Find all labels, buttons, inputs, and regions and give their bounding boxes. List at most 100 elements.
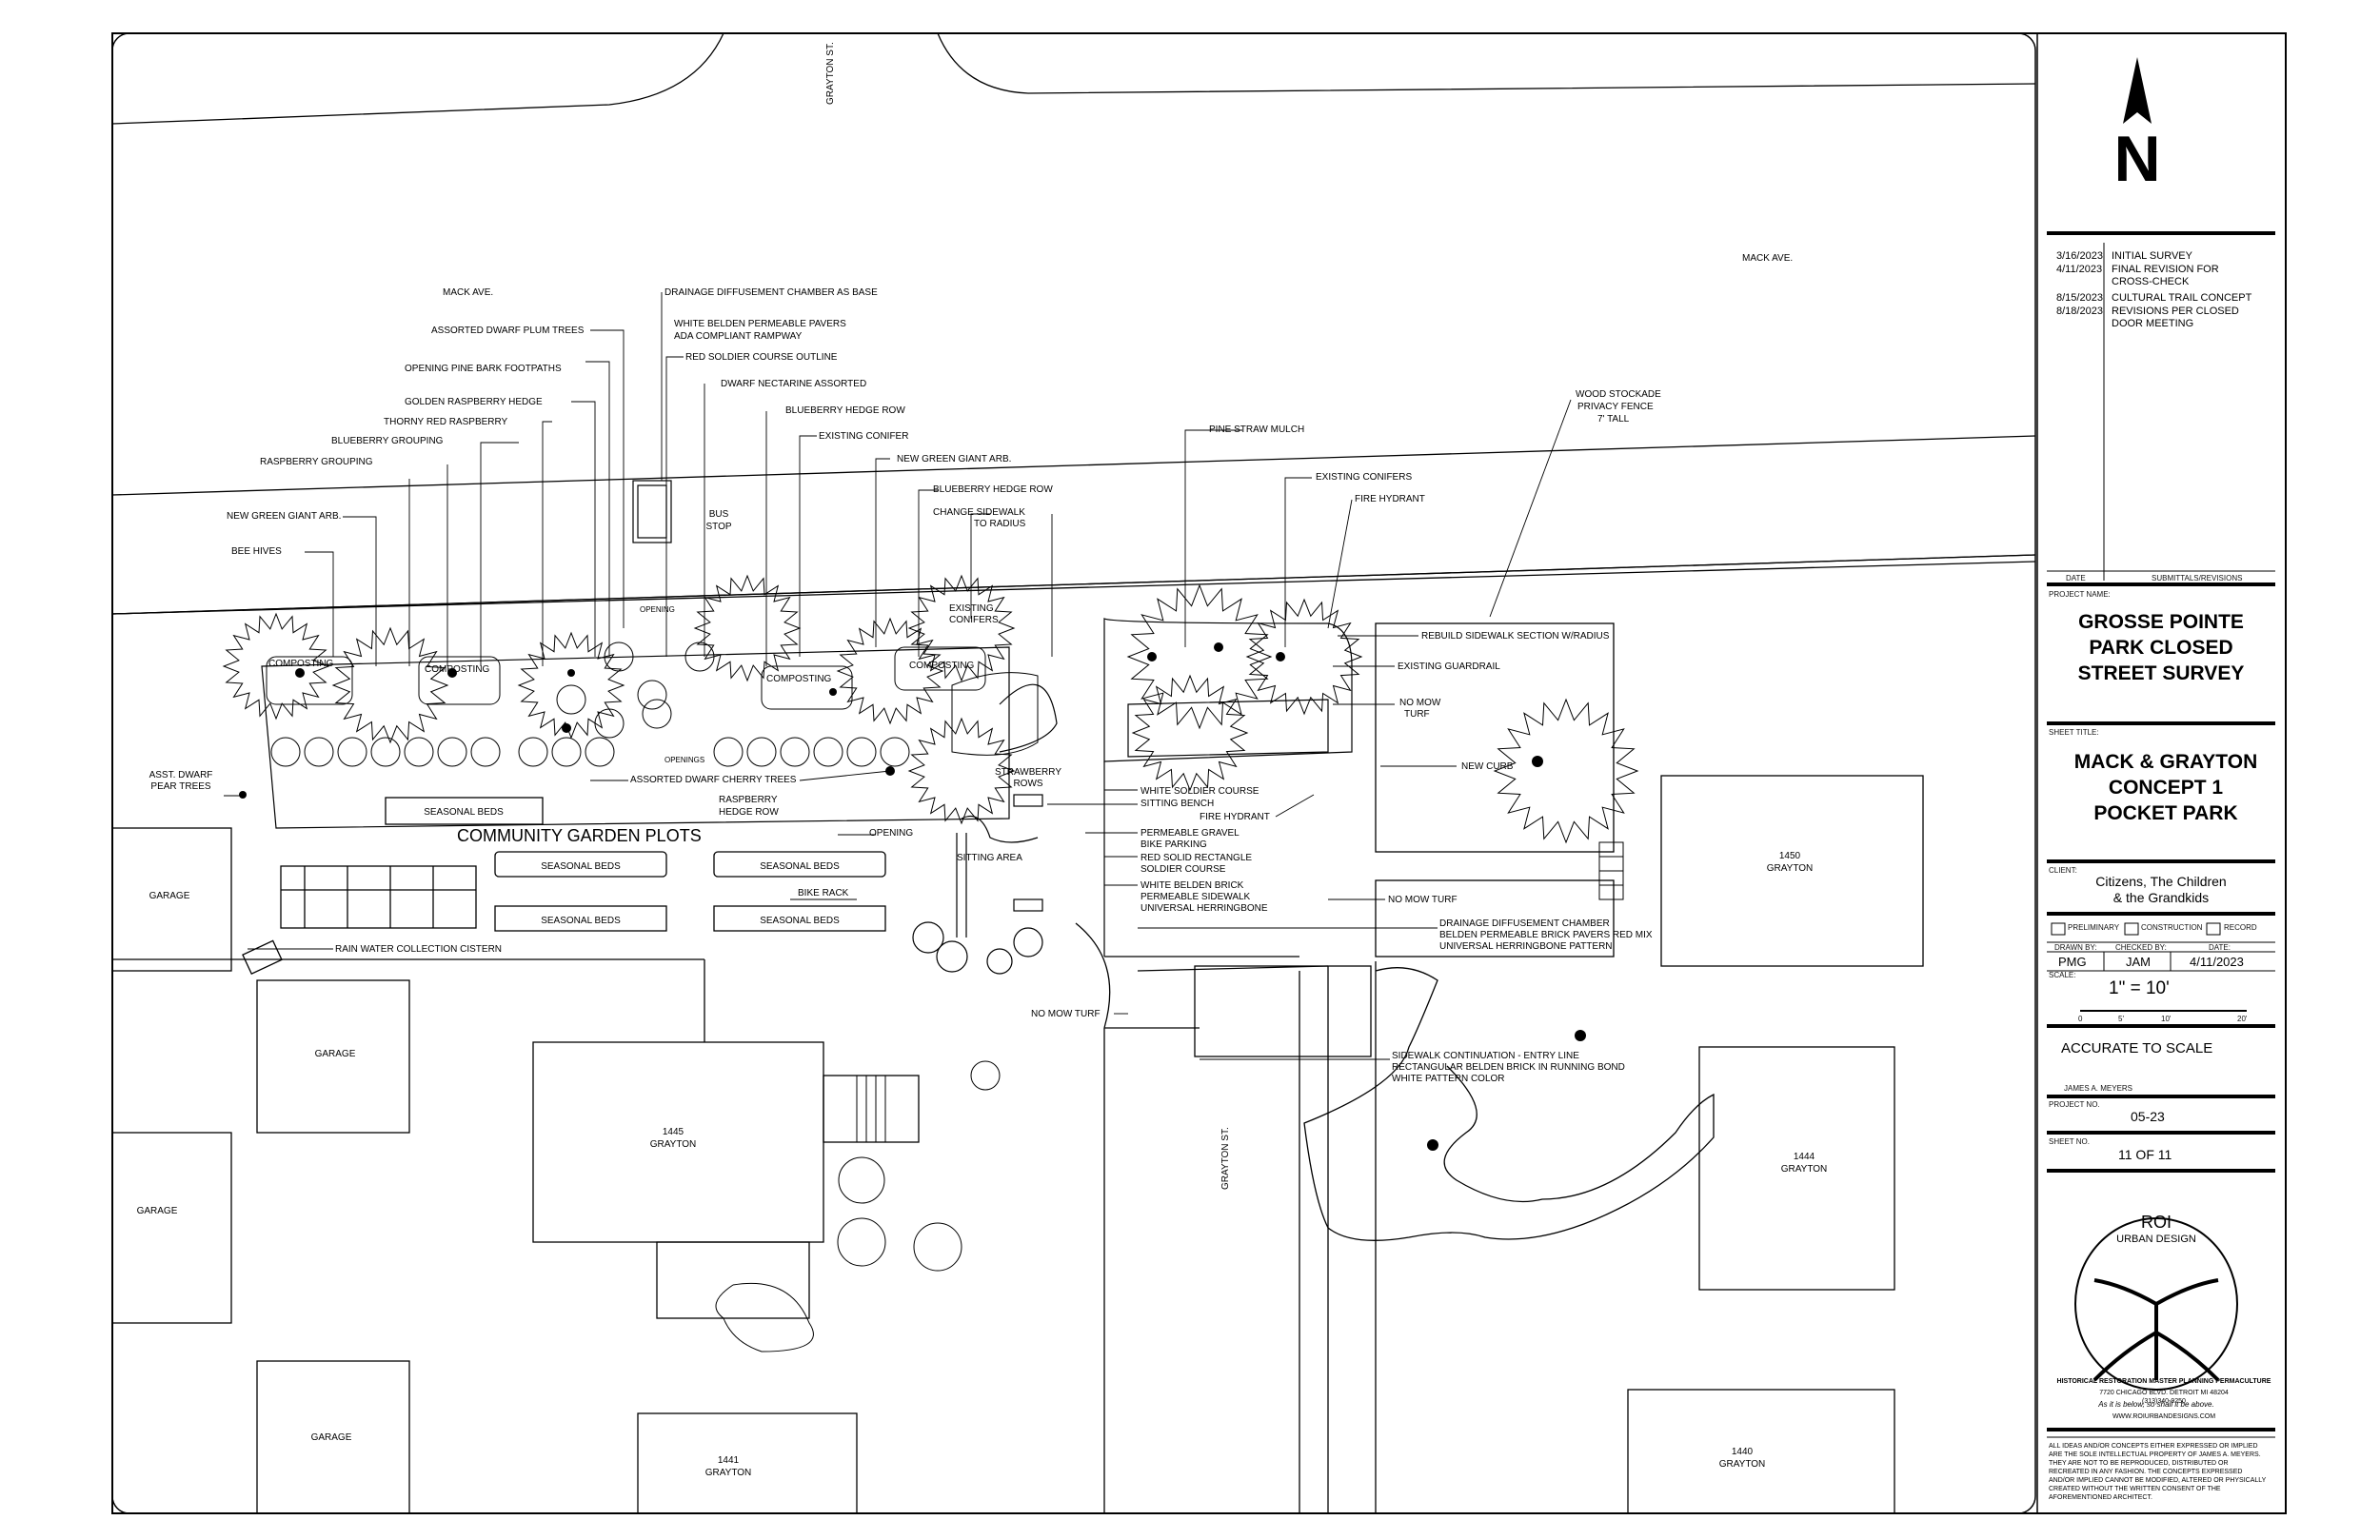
revision-date: 4/11/2023 (2056, 264, 2103, 275)
label-composting: COMPOSTING (766, 674, 832, 684)
conifer-symbol (693, 574, 802, 682)
north-arrow: N (2113, 57, 2161, 195)
tree-symbol (437, 737, 467, 767)
tree-symbol (518, 737, 548, 767)
label-existing-conifers: CONIFERS (949, 615, 999, 625)
callout: EXISTING CONIFER (819, 431, 908, 442)
callout: 7' TALL (1597, 414, 1630, 424)
disclaimer-line: THEY ARE NOT TO BE REPRODUCED, DISTRIBUT… (2049, 1460, 2229, 1467)
label-garage: GARAGE (149, 891, 190, 901)
label-bike-rack: BIKE RACK (798, 888, 849, 898)
checked-by-label: CHECKED BY: (2115, 943, 2167, 952)
label-composting: COMPOSTING (909, 661, 975, 671)
callout: WHITE SOLDIER COURSE (1140, 786, 1259, 797)
street-label-mack-right: MACK AVE. (1742, 253, 1793, 264)
callout: TO RADIUS (974, 519, 1026, 529)
label-lot: GRAYTON (1767, 863, 1814, 874)
hedge-loops (266, 646, 1039, 756)
callout: SITTING BENCH (1140, 799, 1214, 809)
callout: PERMEABLE GRAVEL (1140, 828, 1240, 839)
callout: SOLDIER COURSE (1140, 864, 1226, 875)
tree-symbol (746, 737, 777, 767)
label-asst-dwarf: ASST. DWARF (149, 770, 213, 780)
tree-symbol (684, 642, 715, 672)
accurate-note: ACCURATE TO SCALE (2061, 1040, 2213, 1056)
street-label-grayton-bottom: GRAYTON ST. (1220, 1127, 1231, 1190)
street-label-mack-left: MACK AVE. (443, 287, 493, 298)
project-name-label: PROJECT NAME: (2049, 590, 2111, 599)
sheet-title-line: POCKET PARK (2093, 802, 2238, 824)
checked-by: JAM (2126, 955, 2151, 969)
tree-row (270, 642, 910, 767)
callout: OPENING PINE BARK FOOTPATHS (405, 364, 562, 374)
callout: BIKE PARKING (1140, 839, 1207, 850)
callout: NEW GREEN GIANT ARB. (897, 454, 1011, 464)
label-opening: OPENING (640, 605, 675, 614)
stairs (823, 841, 1624, 1143)
conifer-symbol (331, 626, 449, 744)
project-name-line: GROSSE POINTE (2078, 611, 2244, 633)
sheet-border (111, 32, 2287, 1514)
callout: NO MOW TURF (1388, 895, 1458, 905)
disclaimer-line: AFOREMENTIONED ARCHITECT. (2049, 1494, 2152, 1501)
title-block-grid (2047, 231, 2275, 1438)
tree-symbol (637, 680, 667, 710)
revision-date: 8/18/2023 (2056, 306, 2103, 317)
label-sitting-area: SITTING AREA (957, 853, 1022, 863)
pond-outline (1303, 967, 1715, 1241)
conifer-symbol (1126, 583, 1273, 730)
tree-symbol (337, 737, 367, 767)
label-lot: 1450 (1779, 851, 1801, 861)
label-openings: OPENINGS (664, 756, 704, 764)
sitting-area (912, 683, 1058, 975)
callout: REBUILD SIDEWALK SECTION W/RADIUS (1421, 631, 1610, 642)
revision-text: REVISIONS PER CLOSED DOOR MEETING (2112, 306, 2239, 329)
label-lot: GRAYTON (1719, 1459, 1766, 1470)
label-lot: GRAYTON (650, 1139, 697, 1150)
callout: RED SOLDIER COURSE OUTLINE (685, 352, 838, 363)
callout: BLUEBERRY GROUPING (331, 436, 444, 446)
label-bus-stop: STOP (705, 522, 731, 532)
status-preliminary: PRELIMINARY (2068, 923, 2120, 932)
label-lot: 1440 (1732, 1447, 1754, 1457)
label-raspberry: RASPBERRY (719, 795, 778, 805)
scale-tick: 10' (2161, 1015, 2172, 1023)
street-label-grayton-top: GRAYTON ST. (825, 42, 836, 105)
project-no: 05-23 (2131, 1109, 2165, 1124)
sheet-title-line: MACK & GRAYTON (2073, 751, 2258, 773)
client: Citizens, The Children & the Grandkids (2047, 874, 2275, 906)
conifer-symbol (1245, 598, 1363, 716)
north-letter: N (2113, 123, 2160, 195)
plan-border (111, 32, 2036, 1514)
disclaimer: ALL IDEAS AND/OR CONCEPTS EITHER EXPRESS… (2049, 1442, 2282, 1502)
rev-header-date: DATE (2066, 574, 2086, 582)
label-lot: 1444 (1794, 1152, 1815, 1162)
project-name-line: STREET SURVEY (2077, 662, 2245, 684)
conifer-symbol (1493, 698, 1639, 844)
label-seasonal-beds: SEASONAL BEDS (541, 861, 621, 872)
conifer-symbol (222, 612, 330, 721)
signature-name: JAMES A. MEYERS (2064, 1084, 2133, 1093)
callout: BELDEN PERMEABLE BRICK PAVERS RED MIX (1439, 930, 1653, 940)
tree-symbol (713, 737, 744, 767)
callout: DRAINAGE DIFFUSEMENT CHAMBER AS BASE (664, 287, 878, 298)
garden-boundaries (261, 618, 1353, 972)
revision-text: FINAL REVISION FOR CROSS-CHECK (2112, 264, 2219, 287)
tree-symbol (370, 737, 401, 767)
sheet-no-label: SHEET NO. (2049, 1137, 2090, 1146)
logo-motto: As it is below, so shall it be above. (2097, 1400, 2213, 1409)
tree-symbol (404, 737, 434, 767)
callout: RED SOLID RECTANGLE (1140, 853, 1252, 863)
status-record: RECORD (2224, 923, 2257, 932)
logo-top: ROI (2141, 1213, 2172, 1232)
seasonal-beds (385, 797, 886, 932)
label-garage: GARAGE (311, 1432, 352, 1443)
leader-lines (224, 292, 1572, 1060)
callout: WHITE BELDEN BRICK (1140, 880, 1244, 891)
tree-symbol (470, 737, 501, 767)
tree-symbol (880, 737, 910, 767)
sheet-title-line: CONCEPT 1 (2108, 777, 2224, 799)
sheet-title: MACK & GRAYTON CONCEPT 1 POCKET PARK (2047, 749, 2285, 826)
callout: BEE HIVES (231, 546, 282, 557)
sheet-date: 4/11/2023 (2190, 955, 2244, 969)
